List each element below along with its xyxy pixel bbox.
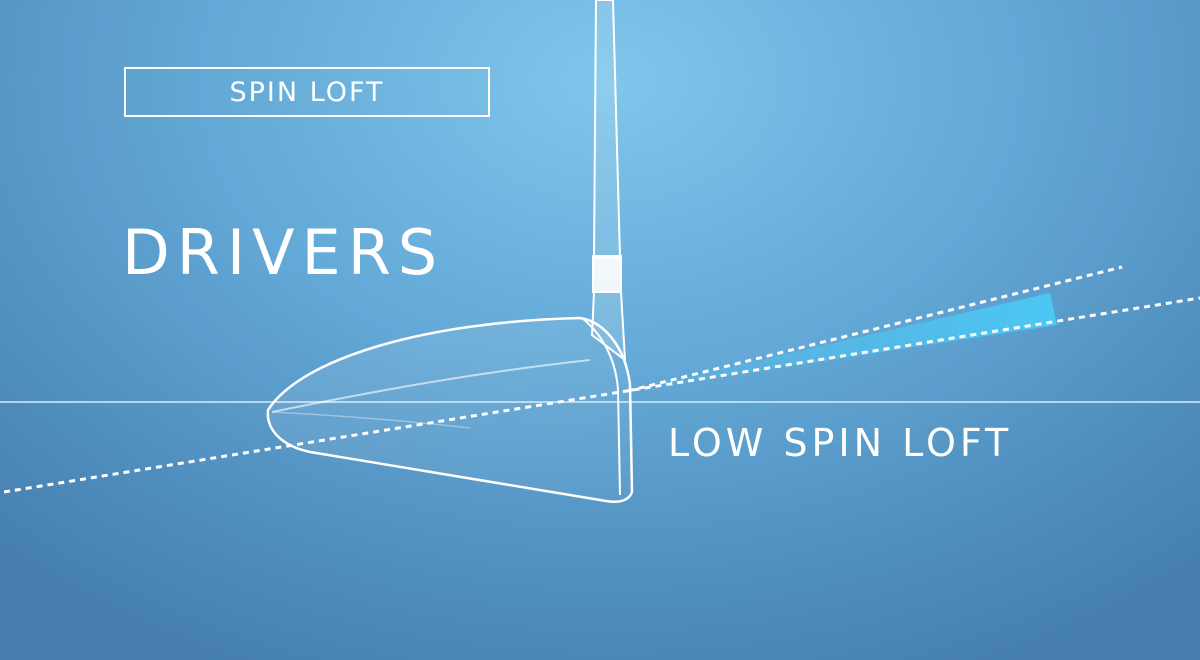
golf-driver-club-icon xyxy=(266,0,634,503)
topic-label-box: SPIN LOFT xyxy=(124,67,490,117)
club-crown-edge xyxy=(271,359,591,413)
club-head xyxy=(266,316,634,503)
topic-label: SPIN LOFT xyxy=(229,76,385,108)
club-ferrule xyxy=(592,255,622,293)
club-type-title: DRIVERS xyxy=(122,216,445,289)
spin-loft-wedge xyxy=(628,293,1057,391)
club-sole-edge xyxy=(271,411,471,429)
dynamic-loft-line xyxy=(627,265,1123,393)
club-face xyxy=(581,317,621,496)
spin-loft-caption: LOW SPIN LOFT xyxy=(668,421,1013,465)
club-shaft xyxy=(592,0,622,259)
